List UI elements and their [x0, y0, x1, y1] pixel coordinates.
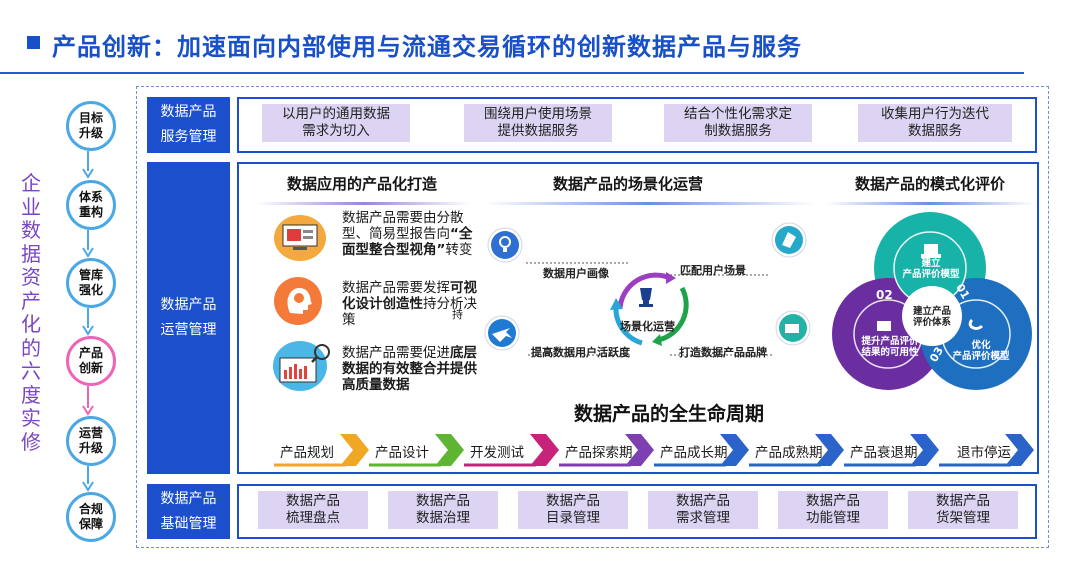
chevron-arrow-icon [464, 434, 559, 467]
chevron-arrow-icon [939, 434, 1034, 467]
evaluation-num-2: 02 [876, 288, 893, 302]
lifecycle-stage: 产品成长期 [654, 432, 750, 468]
section-head-evaluation: 数据产品的模式化评价 [855, 175, 1006, 193]
scenario-node-bottom-right: 打造数据产品品牌 [679, 346, 767, 359]
base-pill: 数据产品需求管理 [648, 491, 758, 529]
step-system-rebuild[interactable]: 体系重构 [66, 180, 116, 230]
row-label-service: 数据产品服务管理 [147, 97, 230, 153]
base-pill: 数据产品梳理盘点 [258, 491, 368, 529]
base-pill: 数据产品货架管理 [908, 491, 1018, 529]
base-pill: 数据产品目录管理 [518, 491, 628, 529]
lifecycle-stage: 退市停运 [939, 432, 1035, 468]
section-head-productization: 数据应用的产品化打造 [287, 175, 438, 193]
step-arrow-icon [82, 386, 94, 416]
step-compliance[interactable]: 合规保障 [66, 492, 116, 542]
lifecycle-stage: 开发测试 [464, 432, 560, 468]
section-underline [256, 202, 471, 205]
chevron-arrow-icon [559, 434, 654, 467]
lifecycle-stage-label: 产品设计 [375, 445, 429, 461]
lifecycle-stage-label: 产品成熟期 [755, 445, 823, 461]
lifecycle-stage: 产品探索期 [559, 432, 655, 468]
evaluation-node-optimize: 优化产品评价模型 [952, 340, 1010, 362]
dashboard-screen-icon [273, 341, 330, 391]
lifecycle-stage-label: 产品成长期 [660, 445, 728, 461]
step-arrow-icon [82, 151, 94, 179]
row-label-operation: 数据产品运营管理 [147, 162, 230, 474]
step-arrow-icon [82, 308, 94, 336]
section-head-scenario: 数据产品的场景化运营 [553, 175, 704, 193]
step-label: 合规保障 [78, 502, 103, 531]
base-pill: 数据产品数据治理 [388, 491, 498, 529]
lifecycle-stage-label: 产品规划 [280, 445, 334, 461]
step-label: 体系重构 [78, 190, 103, 219]
page-title: 产品创新：加速面向内部使用与流通交易循环的创新数据产品与服务 [52, 33, 802, 61]
step-library-strengthen[interactable]: 管库强化 [66, 258, 116, 308]
title-underline [0, 72, 1024, 74]
scenario-node-bottom-left: 提高数据用户活跃度 [531, 346, 630, 359]
step-target-upgrade[interactable]: 目标升级 [66, 101, 116, 151]
bullet-fragment: 持 [452, 308, 463, 321]
evaluation-node-improve: 提升产品评价结果的可用性 [861, 336, 919, 358]
chevron-arrow-icon [749, 434, 844, 467]
bullet-text: 数据产品需要促进底层数据的有效整合并提供高质量数据 [342, 345, 477, 393]
main-frame [136, 86, 1049, 548]
chevron-arrow-icon [654, 434, 749, 467]
scenario-diagram [484, 222, 811, 356]
lifecycle-stage-label: 退市停运 [957, 445, 1011, 461]
service-pill: 以用户的通用数据需求为切入 [262, 104, 410, 142]
lifecycle-stage-label: 产品探索期 [565, 445, 633, 461]
chevron-arrow-icon [844, 434, 939, 467]
bullet-text: 数据产品需要由分散型、简易型报告向“全面型整合型视角”转变 [342, 210, 473, 258]
base-row [237, 484, 1037, 539]
evaluation-center-label: 建立产品评价体系 [912, 306, 951, 328]
bullet-text: 数据产品需要发挥可视化设计创造性持分析决策 [342, 280, 477, 328]
step-arrow-icon [82, 230, 94, 258]
lifecycle-stage: 产品设计 [369, 432, 465, 468]
chevron-arrow-icon [369, 434, 464, 467]
scenario-node-top-right: 匹配用户场景 [680, 264, 746, 277]
lifecycle-title: 数据产品的全生命周期 [574, 403, 765, 425]
side-vertical-title: 企业数据资产化的六度实修 [21, 171, 41, 454]
lifecycle-stage: 产品衰退期 [844, 432, 940, 468]
row-label-base: 数据产品基础管理 [147, 484, 230, 539]
chevron-arrow-icon [274, 434, 369, 467]
evaluation-diagram [832, 212, 1032, 390]
evaluation-node-build: 建立产品评价模型 [902, 258, 960, 280]
service-pill: 收集用户行为迭代数据服务 [858, 104, 1012, 142]
step-product-innovation[interactable]: 产品创新 [66, 336, 116, 386]
lifecycle-stage: 产品规划 [274, 432, 370, 468]
scenario-center-label: 场景化运营 [620, 320, 675, 333]
section-underline [826, 202, 1034, 205]
step-label: 运营升级 [78, 426, 103, 455]
scenario-node-top-left: 数据用户画像 [543, 267, 609, 280]
step-label: 产品创新 [78, 346, 103, 375]
title-bullet-icon [27, 36, 40, 49]
step-label: 管库强化 [78, 268, 103, 297]
head-brain-icon [274, 277, 322, 325]
service-pill: 结合个性化需求定制数据服务 [664, 104, 812, 142]
step-arrow-icon [82, 466, 94, 492]
step-operation-upgrade[interactable]: 运营升级 [66, 416, 116, 466]
presentation-icon [274, 215, 326, 261]
base-pill: 数据产品功能管理 [778, 491, 888, 529]
title-bar: 产品创新：加速面向内部使用与流通交易循环的创新数据产品与服务 [0, 0, 1080, 76]
service-pill: 围绕用户使用场景提供数据服务 [464, 104, 612, 142]
section-underline [484, 202, 814, 205]
lifecycle-stage-label: 产品衰退期 [850, 445, 918, 461]
step-label: 目标升级 [78, 111, 103, 140]
lifecycle-stage-label: 开发测试 [470, 445, 524, 461]
lifecycle-stage: 产品成熟期 [749, 432, 845, 468]
